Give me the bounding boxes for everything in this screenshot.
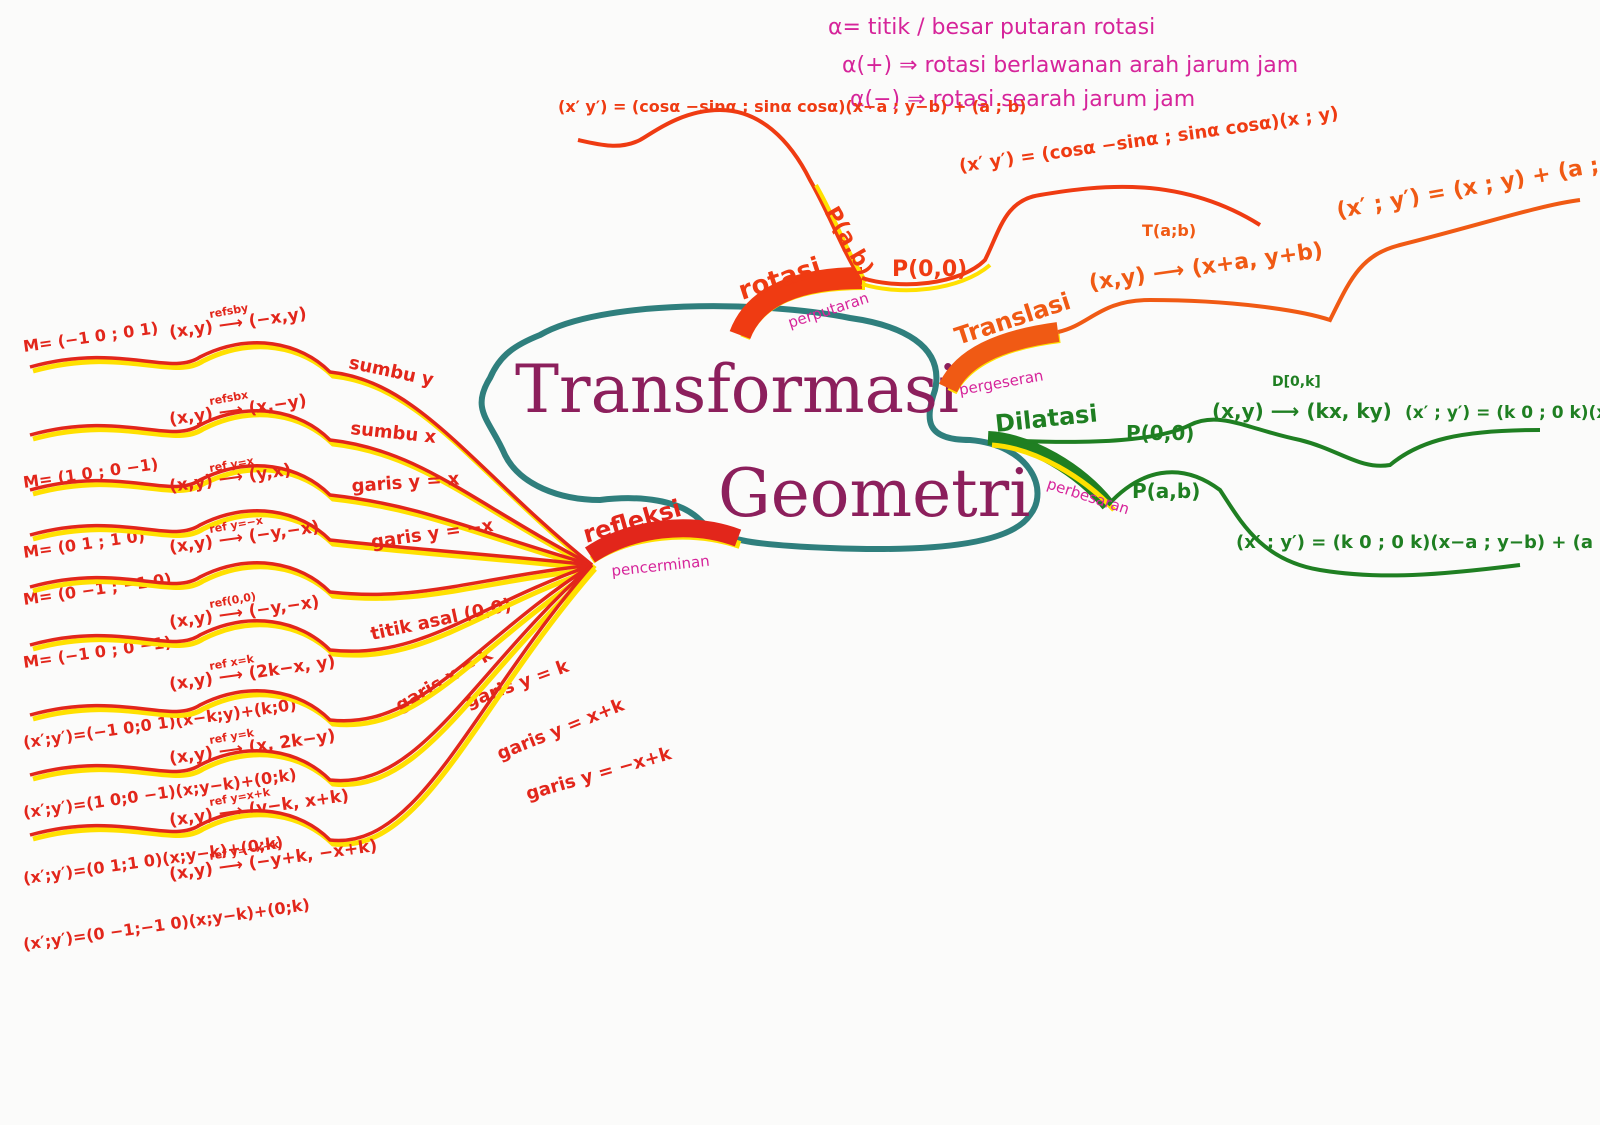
refleksi-branch-formula: M= (−1 0 ; 0 1) bbox=[22, 318, 159, 356]
refleksi-branch-highlight bbox=[32, 566, 597, 728]
rotasi-p00-curve bbox=[861, 184, 1262, 287]
refleksi-sub: pencerminan bbox=[611, 552, 711, 580]
rotasi-pab-formula: (x′ y′) = (cosα −sinα ; sinα cosα)(x−a ;… bbox=[558, 97, 1026, 116]
note-line-3: α(−) ⇒ rotasi searah jarum jam bbox=[850, 87, 1195, 112]
note-line-1: α= titik / besar putaran rotasi bbox=[828, 15, 1155, 40]
refleksi-branch-label: garis y = −x+k bbox=[524, 743, 675, 805]
refleksi-branch-line bbox=[29, 563, 593, 653]
rotasi-p00-highlight bbox=[861, 263, 992, 293]
refleksi-branch-highlight bbox=[32, 566, 596, 658]
dilatasi-label: Dilatasi bbox=[994, 399, 1099, 438]
dilatasi-p00-formula: (x′ ; y′) = (k 0 ; 0 k)(x ; y) bbox=[1405, 403, 1600, 423]
note-line-2: α(+) ⇒ rotasi berlawanan arah jarum jam bbox=[842, 53, 1298, 78]
refleksi-branch-highlight bbox=[32, 564, 596, 601]
refleksi-branch-highlight bbox=[32, 467, 596, 572]
dilatasi-pab-formula: (x′ ; y′) = (k 0 ; 0 k)(x−a ; y−b) + (a … bbox=[1236, 532, 1600, 553]
refleksi-branch-label: sumbu x bbox=[349, 418, 437, 448]
refleksi-branch-line bbox=[29, 341, 594, 567]
rotasi-pab-curve bbox=[577, 107, 862, 280]
refleksi-branch-line bbox=[29, 563, 594, 783]
translasi-arrow-label: T(a;b) bbox=[1142, 221, 1196, 240]
translasi-branch: Translasi pergeseran T(a;b) (x,y) ⟶ (x+a… bbox=[938, 147, 1600, 399]
dilatasi-arrow-label: D[0,k] bbox=[1272, 374, 1321, 390]
refleksi-branch-label: garis y = x+k bbox=[494, 694, 628, 764]
refleksi-branch-highlight bbox=[32, 567, 597, 847]
dilatasi-p00-label: P(0,0) bbox=[1126, 421, 1194, 445]
rotasi-pab-highlight bbox=[814, 184, 868, 284]
refleksi-branch-line bbox=[29, 563, 593, 723]
center-cloud-outline bbox=[478, 303, 1041, 552]
center-title-line1: Transformasi bbox=[515, 351, 959, 428]
refleksi-branch-label: garis y = x bbox=[351, 468, 461, 497]
rotasi-p00-label: P(0,0) bbox=[892, 257, 967, 282]
dilatasi-highlight bbox=[991, 442, 1116, 512]
refleksi-branch-formula: (x′;y′)=(0 −1;−1 0)(x;y−k)+(0;k) bbox=[22, 895, 311, 954]
refleksi-branch-label: sumbu y bbox=[347, 352, 436, 390]
translasi-mapping: (x,y) ⟶ (x+a, y+b) bbox=[1087, 238, 1324, 296]
dilatasi-mapping: (x,y) ⟶ (kx, ky) bbox=[1212, 399, 1392, 423]
refleksi-branch-line bbox=[29, 464, 593, 567]
dilatasi-pab-label: P(a,b) bbox=[1132, 479, 1200, 503]
dilatasi-p00-curve bbox=[999, 417, 1541, 468]
translasi-formula: (x′ ; y′) = (x ; y) + (a ; b) bbox=[1335, 147, 1600, 224]
center-title-line2: Geometri bbox=[718, 455, 1030, 532]
refleksi-branch-highlight bbox=[32, 512, 596, 572]
rotasi-stem bbox=[729, 267, 863, 340]
refleksi-branch-line bbox=[29, 509, 593, 567]
refleksi-branch-highlight bbox=[32, 567, 597, 788]
refleksi-branch-line bbox=[29, 563, 594, 843]
translasi-stem bbox=[938, 322, 1060, 393]
dilatasi-pab-curve bbox=[1106, 470, 1521, 578]
translasi-curve bbox=[1057, 198, 1581, 334]
refleksi-stem bbox=[584, 519, 742, 563]
refleksi-branch-line bbox=[29, 561, 593, 597]
center-node: Transformasi Geometri bbox=[478, 303, 1041, 552]
dilatasi-branch: Dilatasi perbesaran P(0,0) D[0,k] (x,y) … bbox=[987, 374, 1600, 578]
rotation-notes: α= titik / besar putaran rotasi α(+) ⇒ r… bbox=[828, 15, 1298, 112]
refleksi-branch-line bbox=[29, 409, 593, 567]
refleksi-branch-highlight bbox=[32, 412, 597, 572]
